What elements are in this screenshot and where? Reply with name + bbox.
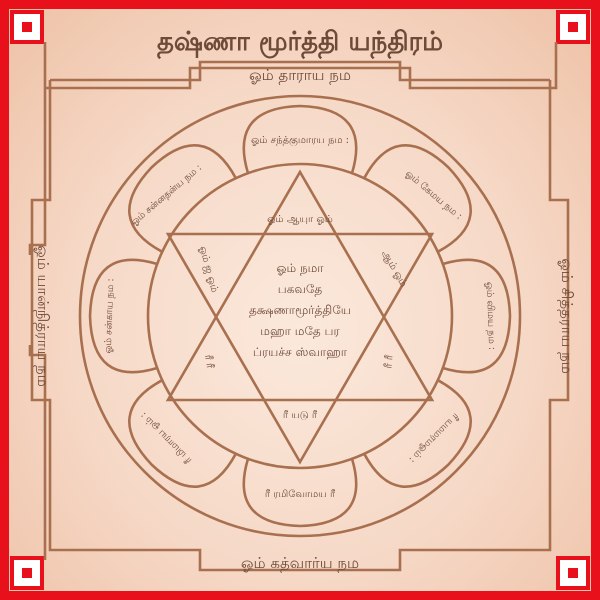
lotus-petal-bottom-right	[363, 379, 472, 488]
lotus-petal-left	[88, 258, 158, 374]
triangle-lower-right-label: ரீ ரீ	[383, 354, 395, 369]
bhupura-corner-bl	[48, 520, 80, 552]
corner-ornament-top-left	[10, 10, 44, 44]
petal-top-left-label: ஓம் சன்னதன்ய நம :	[129, 162, 204, 228]
lotus-petal-bottom-left	[128, 379, 237, 488]
lotus-petal-top-right	[363, 144, 472, 253]
center-mantra-line-4: மஹா மதே பர	[260, 324, 340, 338]
bhupura-border	[28, 42, 558, 560]
side-label-right: ஓம் சித்தராய நம	[558, 258, 576, 374]
side-label-top: ஓம் தாராய நம	[249, 66, 351, 84]
triangle-top-label: ஓம் ஆயுா ஓம்	[267, 214, 333, 225]
petal-bottom-label: ரீ ரமிவோமய ரீ	[265, 489, 336, 500]
lotus-petal-top	[242, 104, 358, 174]
lotus-petal-right	[442, 258, 512, 374]
side-label-left: ஓம் யான்நித்ராய நம	[34, 245, 52, 387]
side-label-bottom: ஓம் கத்வார்ய நம	[241, 554, 359, 572]
lotus-petal-bottom	[242, 458, 358, 528]
triangle-upper-left-label: ஓம் ஜ ஓம்	[197, 245, 220, 294]
bhupura-left-edge	[30, 80, 52, 520]
center-mantra-line-1: ஓம் நமா	[276, 261, 324, 275]
corner-ornament-bottom-left	[10, 556, 44, 590]
triangle-up	[165, 169, 435, 402]
petal-bottom-right-label: ரீ யமமரமஓம் :	[407, 411, 461, 465]
petal-right-label: ஓம் விமய நம :	[484, 282, 497, 351]
petal-left-label: ஓம் சன்காய நம :	[103, 278, 117, 354]
petal-top-label: ஓம் சந்த்குமாரய நம :	[251, 135, 349, 147]
triangle-upper-right-label: ஆம் ஓம்	[379, 249, 409, 289]
bhupura-bottom-edge	[80, 548, 520, 572]
center-mantra-line-2: பகவதே	[278, 282, 323, 296]
triangle-down	[165, 232, 435, 465]
outer-circle	[78, 94, 522, 538]
corner-ornament-top-right	[556, 10, 590, 44]
yantra-title: தஷ்ணா மூர்த்தி யந்திரம்	[157, 27, 443, 59]
bhupura-right-edge	[548, 80, 570, 520]
inner-circle	[146, 162, 454, 470]
center-mantra-line-5: ப்ரயச்ச ஸ்வாஹா	[253, 345, 348, 359]
center-mantra-line-3: தக்ஷணாமூர்த்தியே	[249, 303, 351, 318]
triangle-bottom-label: ரீ யடு ரீ	[283, 410, 318, 421]
bhupura-corner-br	[520, 520, 552, 552]
lotus-petals	[88, 104, 512, 528]
triangle-lower-left-label: ரீ ரீ	[202, 354, 215, 370]
corner-ornament-bottom-right	[556, 556, 590, 590]
lotus-petal-top-left	[128, 144, 237, 253]
bhupura-top-edge	[80, 60, 520, 82]
